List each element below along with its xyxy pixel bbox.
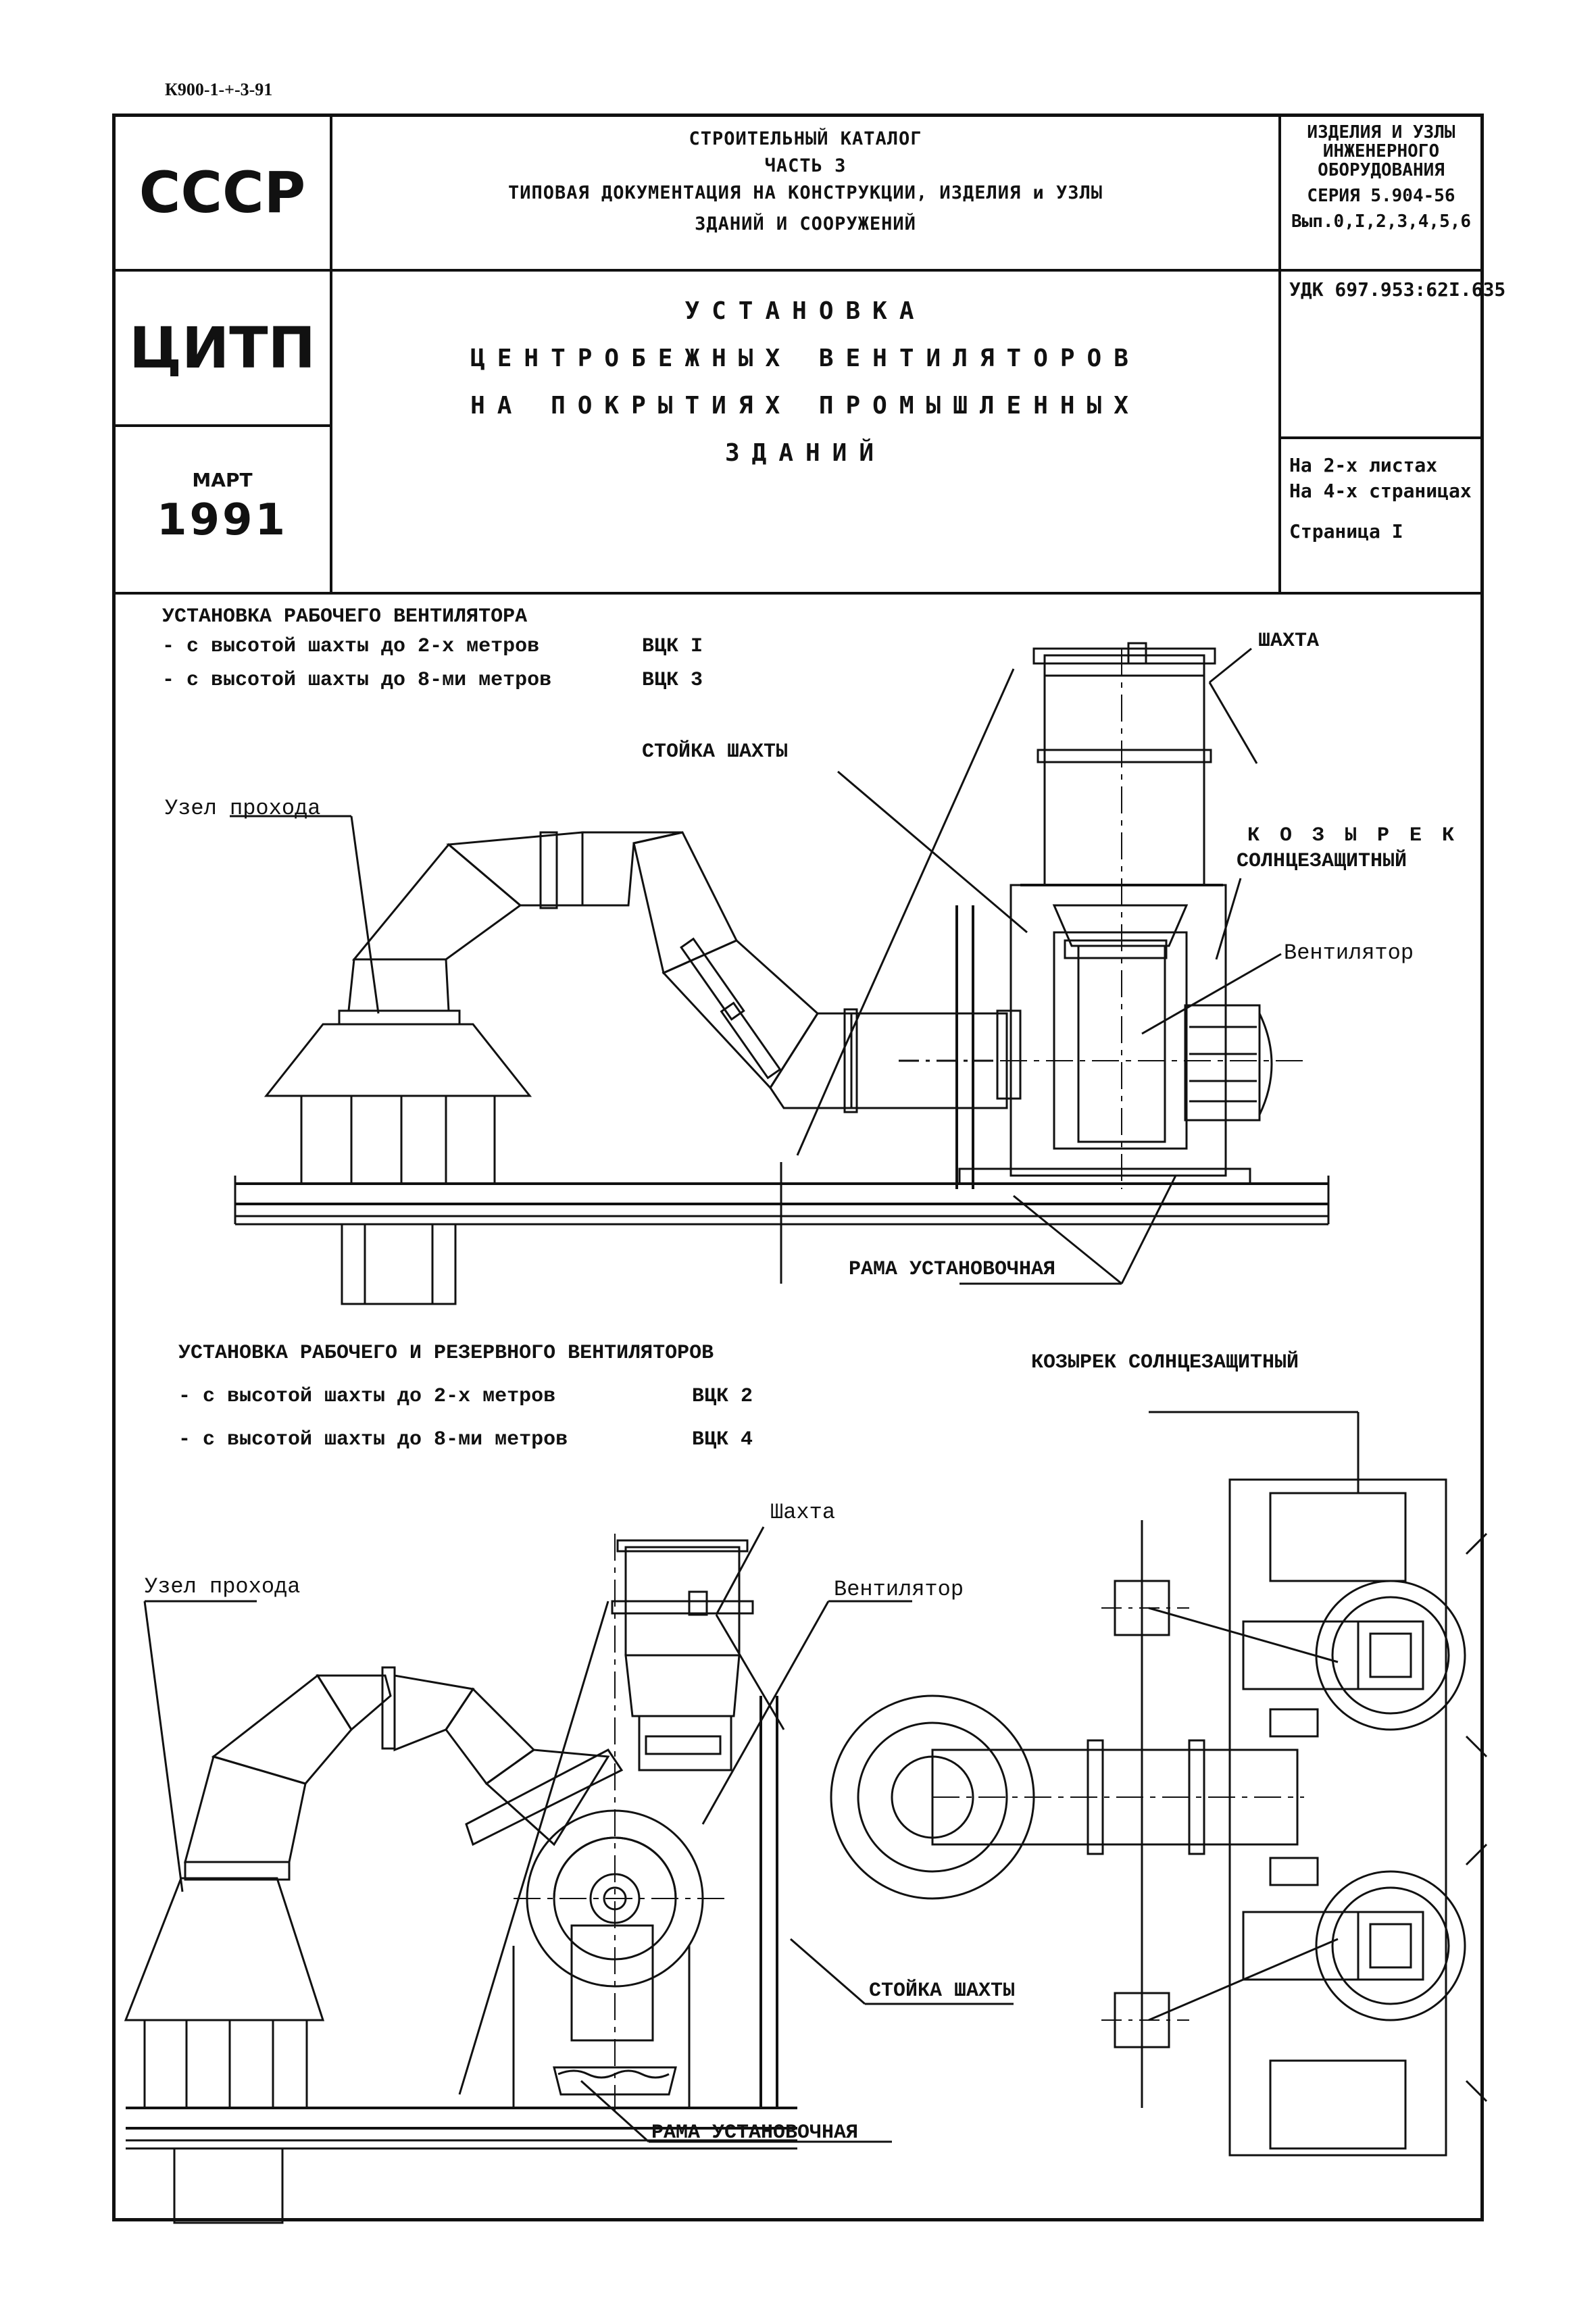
section2-row1-code: ВЦК 2 [692,1385,753,1408]
pages-cell: На 2-х листах На 4-х страницах Страница … [1278,436,1484,595]
section2-row1-text: - с высотой шахты до 2-х метров [178,1385,556,1408]
citp-cell: ЦИТП [112,269,332,427]
series-line-4: СЕРИЯ 5.904-56 [1307,186,1455,206]
catalog-line-4: ЗДАНИЙ И СООРУЖЕНИЙ [695,213,916,234]
catalog-line-1: СТРОИТЕЛЬНЫЙ КАТАЛОГ [689,128,922,149]
title-line-1: УСТАНОВКА [684,297,926,325]
s1-label-fan: Вентилятор [1284,940,1414,965]
pages-label: На 4-х страницах [1289,480,1472,502]
s1-label-shaft: ШАХТА [1258,630,1320,653]
series-line-2: ИНЖЕНЕРНОГО [1322,141,1440,161]
drawing-1-single-fan [230,642,1330,1305]
title-line-2: ЦЕНТРОБЕЖНЫХ ВЕНТИЛЯТОРОВ [470,345,1141,372]
title-line-3: НА ПОКРЫТИЯХ ПРОМЫШЛЕННЫХ [470,392,1141,420]
s1-label-visor-2: СОЛНЦЕЗАЩИТНЫЙ [1237,850,1407,873]
month-label: МАРТ [192,469,253,491]
year-label: 1991 [156,495,289,545]
drawing-2-side-view [124,1526,1014,2224]
section1-heading: УСТАНОВКА РАБОЧЕГО ВЕНТИЛЯТОРА [162,605,528,628]
series-cell: ИЗДЕЛИЯ И УЗЛЫ ИНЖЕНЕРНОГО ОБОРУДОВАНИЯ … [1278,114,1484,272]
s2-label-fan: Вентилятор [834,1577,964,1602]
udk-label: УДК 697.953:62I.635 [1289,278,1506,301]
title-line-4: ЗДАНИЙ [724,439,887,467]
series-line-1: ИЗДЕЛИЯ И УЗЛЫ [1307,122,1455,143]
title-cell: УСТАНОВКА ЦЕНТРОБЕЖНЫХ ВЕНТИЛЯТОРОВ НА П… [330,269,1281,595]
s2-label-shaft-post: СТОЙКА ШАХТЫ [869,1980,1016,2003]
series-line-3: ОБОРУДОВАНИЯ [1318,160,1445,180]
section2-row2-code: ВЦК 4 [692,1428,753,1451]
s1-label-visor-1: К О З Ы Р Е К [1247,824,1459,847]
section1-row1-code: ВЦК I [642,635,703,658]
catalog-line-2: ЧАСТЬ 3 [764,155,847,176]
document-code: К900-1-+-3-91 [165,80,273,99]
section2-row2-text: - с высотой шахты до 8-ми метров [178,1428,568,1451]
catalog-line-3: ТИПОВАЯ ДОКУМЕНТАЦИЯ НА КОНСТРУКЦИИ, ИЗД… [507,182,1103,203]
drawing-3-plan-view [830,1411,1488,2157]
s1-label-shaft-post: СТОЙКА ШАХТЫ [642,740,789,763]
section1-row2-code: ВЦК 3 [642,669,703,692]
s2-label-visor: КОЗЫРЕК СОЛНЦЕЗАЩИТНЫЙ [1031,1351,1299,1374]
s2-label-shaft: Шахта [770,1500,836,1525]
section2-heading: УСТАНОВКА РАБОЧЕГО И РЕЗЕРВНОГО ВЕНТИЛЯТ… [178,1342,714,1365]
citp-label: ЦИТП [129,315,316,381]
section1-row2-text: - с высотой шахты до 8-ми метров [162,669,552,692]
title-block: СССР ЦИТП МАРТ 1991 СТРОИТЕЛЬНЫЙ КАТАЛОГ… [112,114,1506,595]
sheets-label: На 2-х листах [1289,454,1438,476]
page-label: Страница I [1289,520,1403,543]
section1-row1-text: - с высотой шахты до 2-х метров [162,635,540,658]
ussr-label: СССР [139,159,306,226]
s2-label-pass-node: Узел прохода [145,1574,301,1599]
s1-label-frame: РАМА УСТАНОВОЧНАЯ [849,1258,1056,1281]
series-line-5: Вып.0,I,2,3,4,5,6 [1291,211,1472,232]
